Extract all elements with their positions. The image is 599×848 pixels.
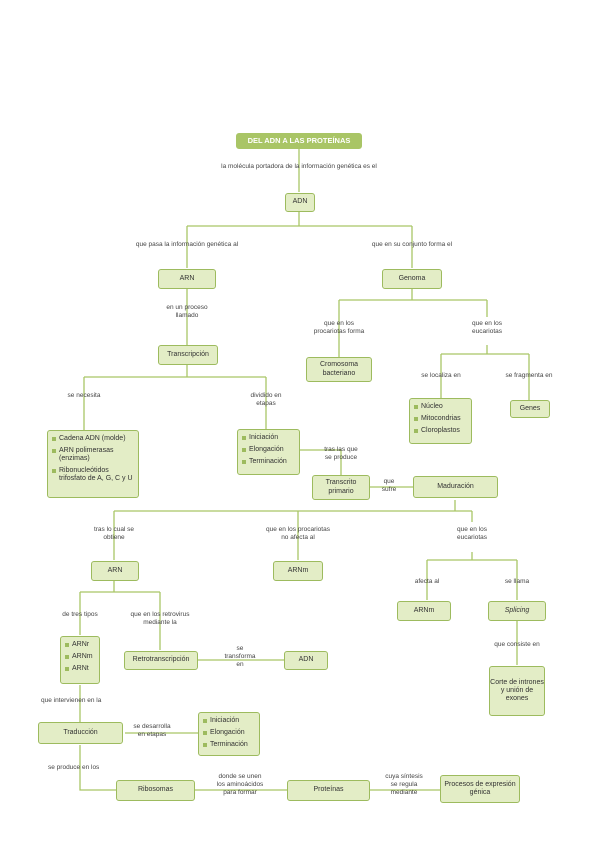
list-item: ARNr	[65, 641, 95, 649]
list-item: ARNm	[65, 653, 95, 661]
list-item: Terminación	[242, 458, 295, 466]
bullet-icon	[65, 667, 69, 672]
label-dividido: dividido en etapas	[250, 392, 282, 407]
list-item: Cloroplastos	[414, 427, 467, 435]
bullet-icon	[414, 429, 418, 434]
label-se-fragmenta: se fragmenta en	[505, 372, 553, 379]
node-arn: ARN	[158, 269, 216, 289]
bullet-icon	[65, 643, 69, 647]
list-item-label: ARNm	[72, 653, 93, 661]
node-arn-2: ARN	[91, 561, 139, 581]
node-genes: Genes	[510, 400, 550, 418]
bullet-icon	[414, 417, 418, 422]
bullet-icon	[242, 448, 246, 453]
bullet-icon	[242, 436, 246, 440]
bullet-icon	[52, 449, 56, 454]
list-item-label: Elongación	[210, 729, 245, 737]
list-item-label: Terminación	[210, 741, 248, 749]
list-item: Iniciación	[242, 434, 295, 442]
list-item-label: Mitocondrias	[421, 415, 461, 423]
list-item-label: Cloroplastos	[421, 427, 460, 435]
node-adn: ADN	[285, 193, 315, 212]
label-tres-tipos: de tres tipos	[62, 611, 98, 618]
node-transcripcion: Transcripción	[158, 345, 218, 365]
node-arnm-1: ARNm	[273, 561, 323, 581]
node-genoma: Genoma	[382, 269, 442, 289]
label-tras-produce: tras las que se produce	[324, 446, 358, 461]
bullet-icon	[52, 469, 56, 474]
node-ribosomas: Ribosomas	[116, 780, 195, 801]
list-item-label: ARN polimerasas (enzimas)	[59, 447, 114, 463]
bullet-icon	[65, 655, 69, 660]
node-arnm-2: ARNm	[397, 601, 451, 621]
list-item: Iniciación	[203, 717, 255, 725]
bullet-icon	[203, 731, 207, 736]
list-item: Ribonucleótidos trifosfato de A, G, C y …	[52, 467, 134, 483]
list-item: Mitocondrias	[414, 415, 467, 423]
list-item-label: Cadena ADN (molde)	[59, 435, 126, 442]
node-retrotranscripcion: Retrotranscripción	[124, 651, 198, 670]
label-se-localiza: se localiza en	[421, 372, 461, 379]
node-corte: Corte de intrones y unión de exones	[489, 666, 545, 716]
node-etapas-2: Iniciación Elongación Terminación	[198, 712, 260, 756]
label-no-afecta: que en los procariotas no afecta al	[266, 526, 330, 541]
list-item-label: Ribonucleótidos trifosfato de A, G, C y …	[59, 467, 133, 483]
list-item: Cadena ADN (molde)	[52, 435, 134, 443]
label-procariotas-forma: que en los procariotas forma	[313, 320, 365, 335]
node-adn-2: ADN	[284, 651, 328, 670]
list-item-label: ARNt	[72, 665, 89, 673]
label-consiste: que consiste en	[494, 641, 540, 648]
label-unen: donde se unen los aminoácidos para forma…	[216, 773, 264, 796]
label-sufre: que sufre	[381, 478, 397, 493]
node-cromosoma: Cromosoma bacteriano	[306, 357, 372, 382]
list-item-label: Terminación	[249, 458, 287, 466]
list-item-label: Iniciación	[249, 434, 279, 441]
bullet-icon	[203, 719, 207, 723]
bullet-icon	[242, 460, 246, 465]
label-proceso: en un proceso llamado	[166, 304, 208, 319]
list-item: Elongación	[242, 446, 295, 454]
label-produce-en: se produce en los	[48, 764, 100, 771]
label-portadora: la molécula portadora de la información …	[221, 163, 377, 170]
node-etapas-1: Iniciación Elongación Terminación	[237, 429, 300, 475]
label-en-eucariotas-2: que en los eucariotas	[457, 526, 487, 541]
list-item: Terminación	[203, 741, 255, 749]
label-pasa: que pasa la información genética al	[135, 241, 239, 248]
label-afecta-al: afecta al	[414, 578, 440, 585]
list-item-label: Elongación	[249, 446, 284, 454]
node-maduracion: Maduración	[413, 476, 498, 498]
label-intervienen: que intervienen en la	[41, 697, 102, 704]
node-transcrito: Transcrito primario	[312, 475, 370, 500]
node-traduccion: Traducción	[38, 722, 123, 744]
bullet-icon	[414, 405, 418, 409]
node-procesos: Procesos de expresión génica	[440, 775, 520, 803]
label-transforma: se transforma en	[224, 645, 256, 668]
list-item: Núcleo	[414, 403, 467, 411]
list-item-label: Núcleo	[421, 403, 443, 410]
list-item: Elongación	[203, 729, 255, 737]
list-item-label: Iniciación	[210, 717, 240, 724]
bullet-icon	[203, 743, 207, 748]
node-splicing: Splicing	[488, 601, 546, 621]
bullet-icon	[52, 437, 56, 441]
list-item-label: ARNr	[72, 641, 90, 648]
node-proteinas: Proteínas	[287, 780, 370, 801]
node-tipos-lista: ARNr ARNm ARNt	[60, 636, 100, 684]
label-se-llama: se llama	[504, 578, 530, 585]
label-se-necesita: se necesita	[67, 392, 101, 399]
label-tras-obtiene: tras lo cual se obtiene	[93, 526, 135, 541]
list-item: ARN polimerasas (enzimas)	[52, 447, 134, 463]
node-eucariotas-lista: Núcleo Mitocondrias Cloroplastos	[409, 398, 472, 444]
label-conjunto: que en su conjunto forma el	[371, 241, 453, 248]
label-cuya: cuya síntesis se regula mediante	[385, 773, 423, 796]
node-necesita-lista: Cadena ADN (molde) ARN polimerasas (enzi…	[47, 430, 139, 498]
label-retrovirus: que en los retrovirus mediante la	[130, 611, 190, 626]
label-en-eucariotas-1: que en los eucariotas	[472, 320, 502, 335]
title-node: DEL ADN A LAS PROTEÍNAS	[236, 133, 362, 149]
list-item: ARNt	[65, 665, 95, 673]
label-desarrolla: se desarrolla en etapas	[133, 723, 171, 738]
